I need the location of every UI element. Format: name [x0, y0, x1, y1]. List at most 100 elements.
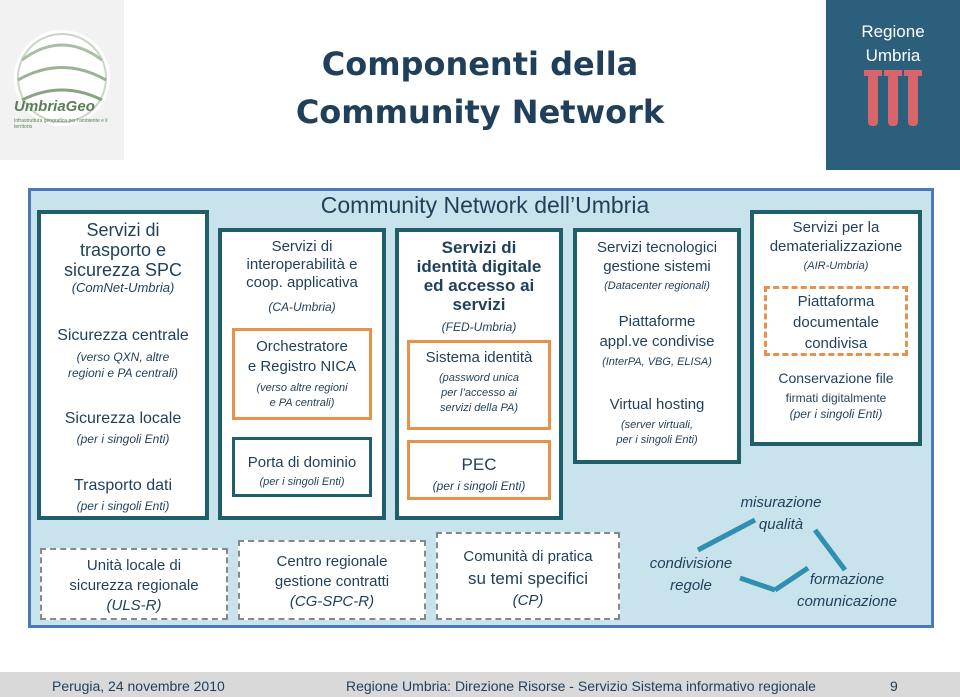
col2-title-line1: Servizi di: [271, 238, 333, 255]
col5-item1-box: Piattaforma documentale condivisa: [764, 286, 908, 356]
header: [0, 0, 960, 180]
col1-box: Servizi di trasporto e sicurezza SPC (Co…: [37, 210, 209, 520]
col1-item2-title: Sicurezza locale: [64, 410, 182, 427]
col5-item1-title2: documentale: [793, 314, 879, 331]
bottom-box-cgspc-line2: gestione contratti: [274, 573, 390, 590]
col1-item2-sub: (per i singoli Enti): [76, 432, 170, 446]
col2-subtitle: (CA-Umbria): [268, 300, 336, 314]
col4-item1-title1: Piattaforme: [618, 313, 696, 330]
col5-subtitle: (AIR-Umbria): [803, 260, 869, 272]
page-title: Componenti della Community Network: [250, 40, 710, 136]
col3-item1-title: Sistema identità: [425, 349, 533, 366]
globe-icon: [14, 30, 110, 126]
region-name: Regione Umbria: [826, 20, 960, 68]
title-line1: Componenti della: [321, 45, 639, 83]
col3-item1-sub1: (password unica: [438, 372, 520, 384]
connector-left-right-b: [773, 565, 810, 593]
bottom-box-cgspc-line1: Centro regionale: [276, 553, 388, 570]
col3-title-line2: identità digitale: [416, 257, 542, 276]
col2-item1-sub: (verso altre regioni e PA centrali): [235, 381, 369, 411]
col3-box: Servizi di identità digitale ed accesso …: [395, 228, 563, 520]
col4-item1-title2: appl.ve condivise: [599, 333, 715, 350]
col1-item1-title: Sicurezza centrale: [57, 327, 189, 344]
col1-subtitle: (ComNet-Umbria): [71, 280, 175, 295]
col3-item2-box: PEC (per i singoli Enti): [407, 440, 551, 500]
col3-item1-sub: (password unica per l’accesso ai servizi…: [410, 371, 548, 416]
col1-item1-sub: (verso QXN, altre regioni e PA centrali): [41, 349, 205, 381]
triangle-top-line2: qualità: [758, 516, 804, 533]
col3-item2-sub: (per i singoli Enti): [432, 479, 526, 493]
bottom-box-cgspc-text: Centro regionale gestione contratti (CG-…: [240, 552, 424, 612]
col3-title-line3: ed accesso ai: [423, 276, 535, 295]
footer-page-number: 9: [890, 678, 898, 694]
col4-title-line2: gestione sistemi: [603, 258, 711, 275]
col4-title-line1: Servizi tecnologici: [596, 239, 718, 256]
col4-subtitle: (Datacenter regionali): [604, 280, 710, 292]
triangle-right-line2: comunicazione: [796, 593, 898, 610]
region-band: [826, 0, 960, 170]
col1-title: Servizi di trasporto e sicurezza SPC: [41, 220, 205, 280]
bottom-box-cp-text: Comunità di pratica su temi specifici (C…: [438, 546, 618, 612]
col3-item1-sub2: per l’accesso ai: [441, 387, 517, 399]
col5-title-line2: dematerializzazione: [769, 238, 903, 255]
region-emblem-icon: [864, 70, 922, 126]
col5-title-line1: Servizi per la: [792, 219, 880, 236]
col4-item2-sub2: per i singoli Enti): [616, 434, 698, 446]
col4-item1-box: Piattaforme appl.ve condivise (InterPA, …: [583, 308, 731, 384]
col3-item1-box: Sistema identità (password unica per l’a…: [407, 340, 551, 430]
col5-item1-title1: Piattaforma: [797, 293, 875, 310]
connector-left-right-a: [739, 575, 776, 593]
umbriageo-logo: [0, 0, 124, 160]
col3-item2-title: PEC: [461, 455, 497, 474]
col4-item1-sub: (InterPA, VBG, ELISA): [602, 356, 712, 368]
bottom-box-uls-text: Unità locale di sicurezza regionale (ULS…: [42, 556, 226, 616]
col4-title: Servizi tecnologici gestione sistemi: [577, 238, 737, 276]
bottom-box-uls-line1: Unità locale di: [86, 557, 182, 574]
bottom-box-uls: Unità locale di sicurezza regionale (ULS…: [40, 548, 228, 620]
col2-box: Servizi di interoperabilità e coop. appl…: [218, 228, 386, 520]
logo-title: UmbriaGeo: [14, 98, 95, 115]
col4-item2-box: Virtual hosting (server virtuali, per i …: [583, 392, 731, 456]
triangle-top-label: misurazione qualità: [716, 492, 846, 536]
col4-item1-title: Piattaforme appl.ve condivise: [583, 312, 731, 352]
logo-subtitle: Infrastruttura geografica per l'ambiente…: [14, 118, 108, 130]
col3-subtitle: (FED-Umbria): [441, 320, 517, 334]
bottom-box-cp-line1: Comunità di pratica: [463, 548, 593, 565]
bottom-box-uls-line3: (ULS-R): [106, 597, 162, 614]
col2-item1-title1: Orchestratore: [256, 338, 348, 355]
main-title: Community Network dell’Umbria: [320, 192, 650, 218]
col1-item1-sub2: regioni e PA centrali): [67, 366, 179, 380]
col4-item2-title: Virtual hosting: [609, 396, 705, 413]
col5-item2-sub1: firmati digitalmente: [785, 391, 887, 405]
triangle-left-line2: regole: [670, 577, 712, 594]
col2-item1-sub2: e PA centrali): [269, 397, 335, 409]
triangle-connectors: [696, 517, 847, 593]
bottom-box-cgspc: Centro regionale gestione contratti (CG-…: [238, 540, 426, 620]
footer: [0, 672, 960, 697]
bottom-box-cp-line3: (CP): [512, 592, 544, 609]
footer-center: Regione Umbria: Direzione Risorse - Serv…: [346, 678, 816, 694]
col2-item2-title: Porta di dominio: [247, 454, 357, 471]
footer-date: Perugia, 24 novembre 2010: [52, 678, 225, 694]
triangle-right-line1: formazione: [809, 571, 885, 588]
col1-item3-title: Trasporto dati: [73, 477, 173, 494]
col4-item2-sub: (server virtuali, per i singoli Enti): [583, 418, 731, 448]
col5-item1-title: Piattaforma documentale condivisa: [767, 291, 905, 354]
triangle-top-line1: misurazione: [740, 494, 822, 511]
region-line1: Regione: [861, 22, 925, 41]
col2-item1-box: Orchestratore e Registro NICA (verso alt…: [232, 328, 372, 420]
col5-item2-title: Conservazione file: [778, 370, 894, 386]
bottom-box-cgspc-line3: (CG-SPC-R): [289, 593, 375, 610]
col2-item1-sub1: (verso altre regioni: [256, 382, 348, 394]
col3-title: Servizi di identità digitale ed accesso …: [399, 238, 559, 314]
col3-title-line1: Servizi di: [441, 238, 517, 257]
col1-title-line3: sicurezza SPC: [63, 260, 183, 280]
col2-title-line2: interoperabilità e: [246, 256, 358, 273]
connector-top-right: [813, 528, 847, 572]
col2-title-line3: coop. applicativa: [246, 274, 358, 291]
col4-item2-sub1: (server virtuali,: [620, 419, 694, 431]
triangle-left-label: condivisione regole: [628, 553, 754, 597]
col3-item1-sub3: servizi della PA): [439, 402, 519, 414]
col5-item1-title3: condivisa: [804, 335, 868, 352]
col1-item1-sub1: (verso QXN, altre: [76, 350, 170, 364]
